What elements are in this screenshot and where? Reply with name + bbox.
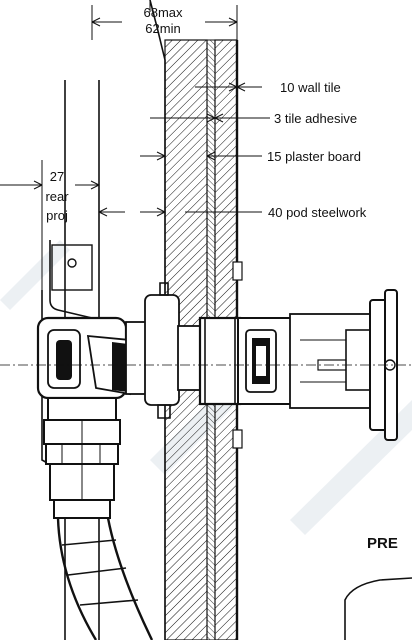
adjacent-drawing-fragment: PRE [344, 535, 412, 640]
overall-max-label: 68max [143, 5, 183, 20]
rear-proj-word-rear: rear [45, 189, 69, 204]
rear-proj-word-proj: proj [46, 208, 68, 223]
callout-plaster-board: 15 plaster board [140, 149, 361, 164]
plaster-board-label: 15 plaster board [267, 149, 361, 164]
overall-min-label: 62min [145, 21, 180, 36]
rear-projection-dimension: 27 rear proj [0, 160, 100, 290]
overall-thickness-dimension: 68max 62min [91, 5, 238, 40]
callout-pod-steelwork: 40 pod steelwork [98, 205, 367, 220]
cut-off-heading: PRE [367, 535, 398, 552]
wall-tile-label: 10 wall tile [280, 80, 341, 95]
screw-hole-icon [67, 258, 77, 268]
tile-adhesive-label: 3 tile adhesive [274, 111, 357, 126]
control-cartridge [237, 313, 373, 409]
callout-wall-tile: 10 wall tile [195, 80, 341, 95]
callout-tile-adhesive: 3 tile adhesive [150, 111, 357, 126]
outlet-hose [43, 397, 154, 640]
pod-steelwork-label: 40 pod steelwork [268, 205, 367, 220]
rear-proj-value: 27 [50, 169, 64, 184]
